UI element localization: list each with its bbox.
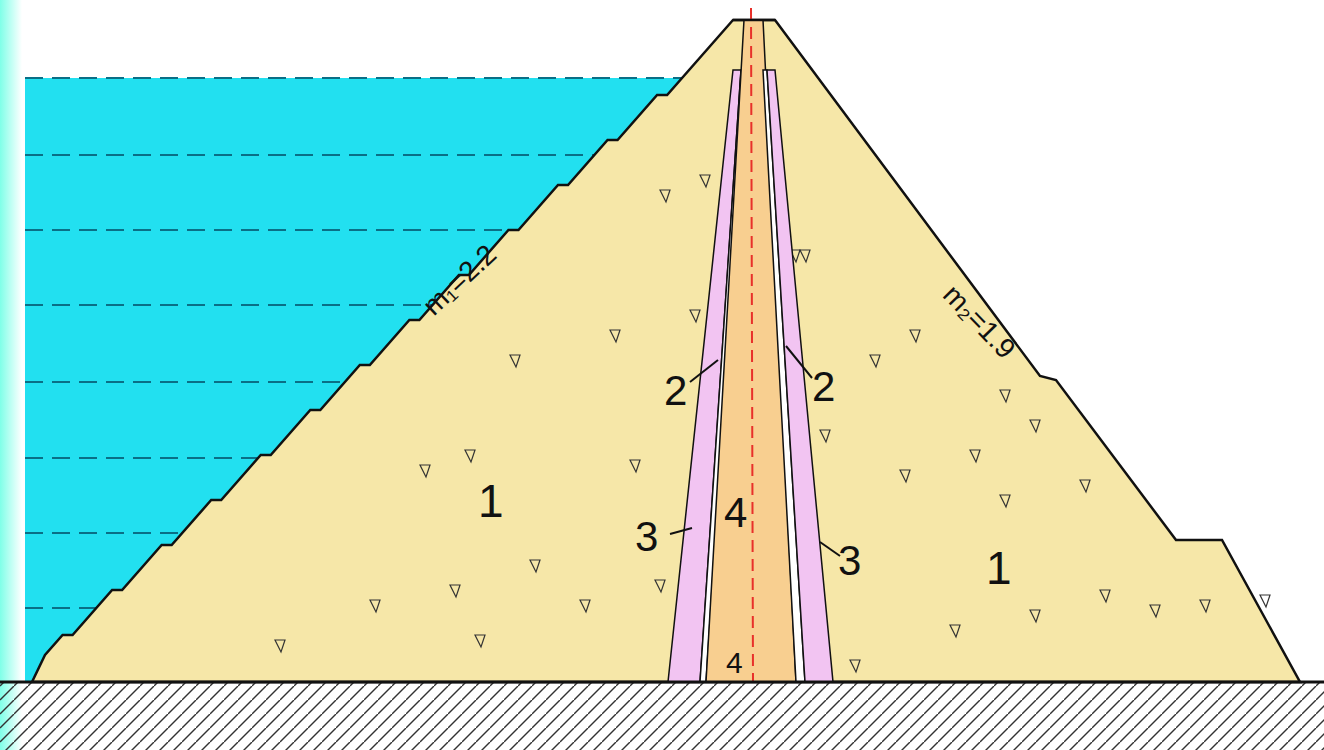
callout-number: 4	[724, 492, 747, 534]
dam-axis	[751, 8, 753, 682]
ground-line	[0, 681, 1324, 684]
water-level-line	[25, 77, 725, 79]
callout-number: 1	[986, 545, 1012, 591]
leader-lines	[670, 346, 840, 556]
dam-crest	[733, 19, 775, 22]
callout-number: 1	[478, 478, 504, 524]
dam-body	[32, 20, 1300, 682]
callout-number: 2	[812, 366, 835, 408]
callout-number: 3	[838, 540, 861, 582]
foundation-hatch	[0, 683, 1324, 750]
callout-number: 2	[664, 370, 687, 412]
callout-number: 4	[726, 648, 743, 678]
callout-number: 3	[635, 516, 658, 558]
edge-strip	[0, 0, 22, 750]
